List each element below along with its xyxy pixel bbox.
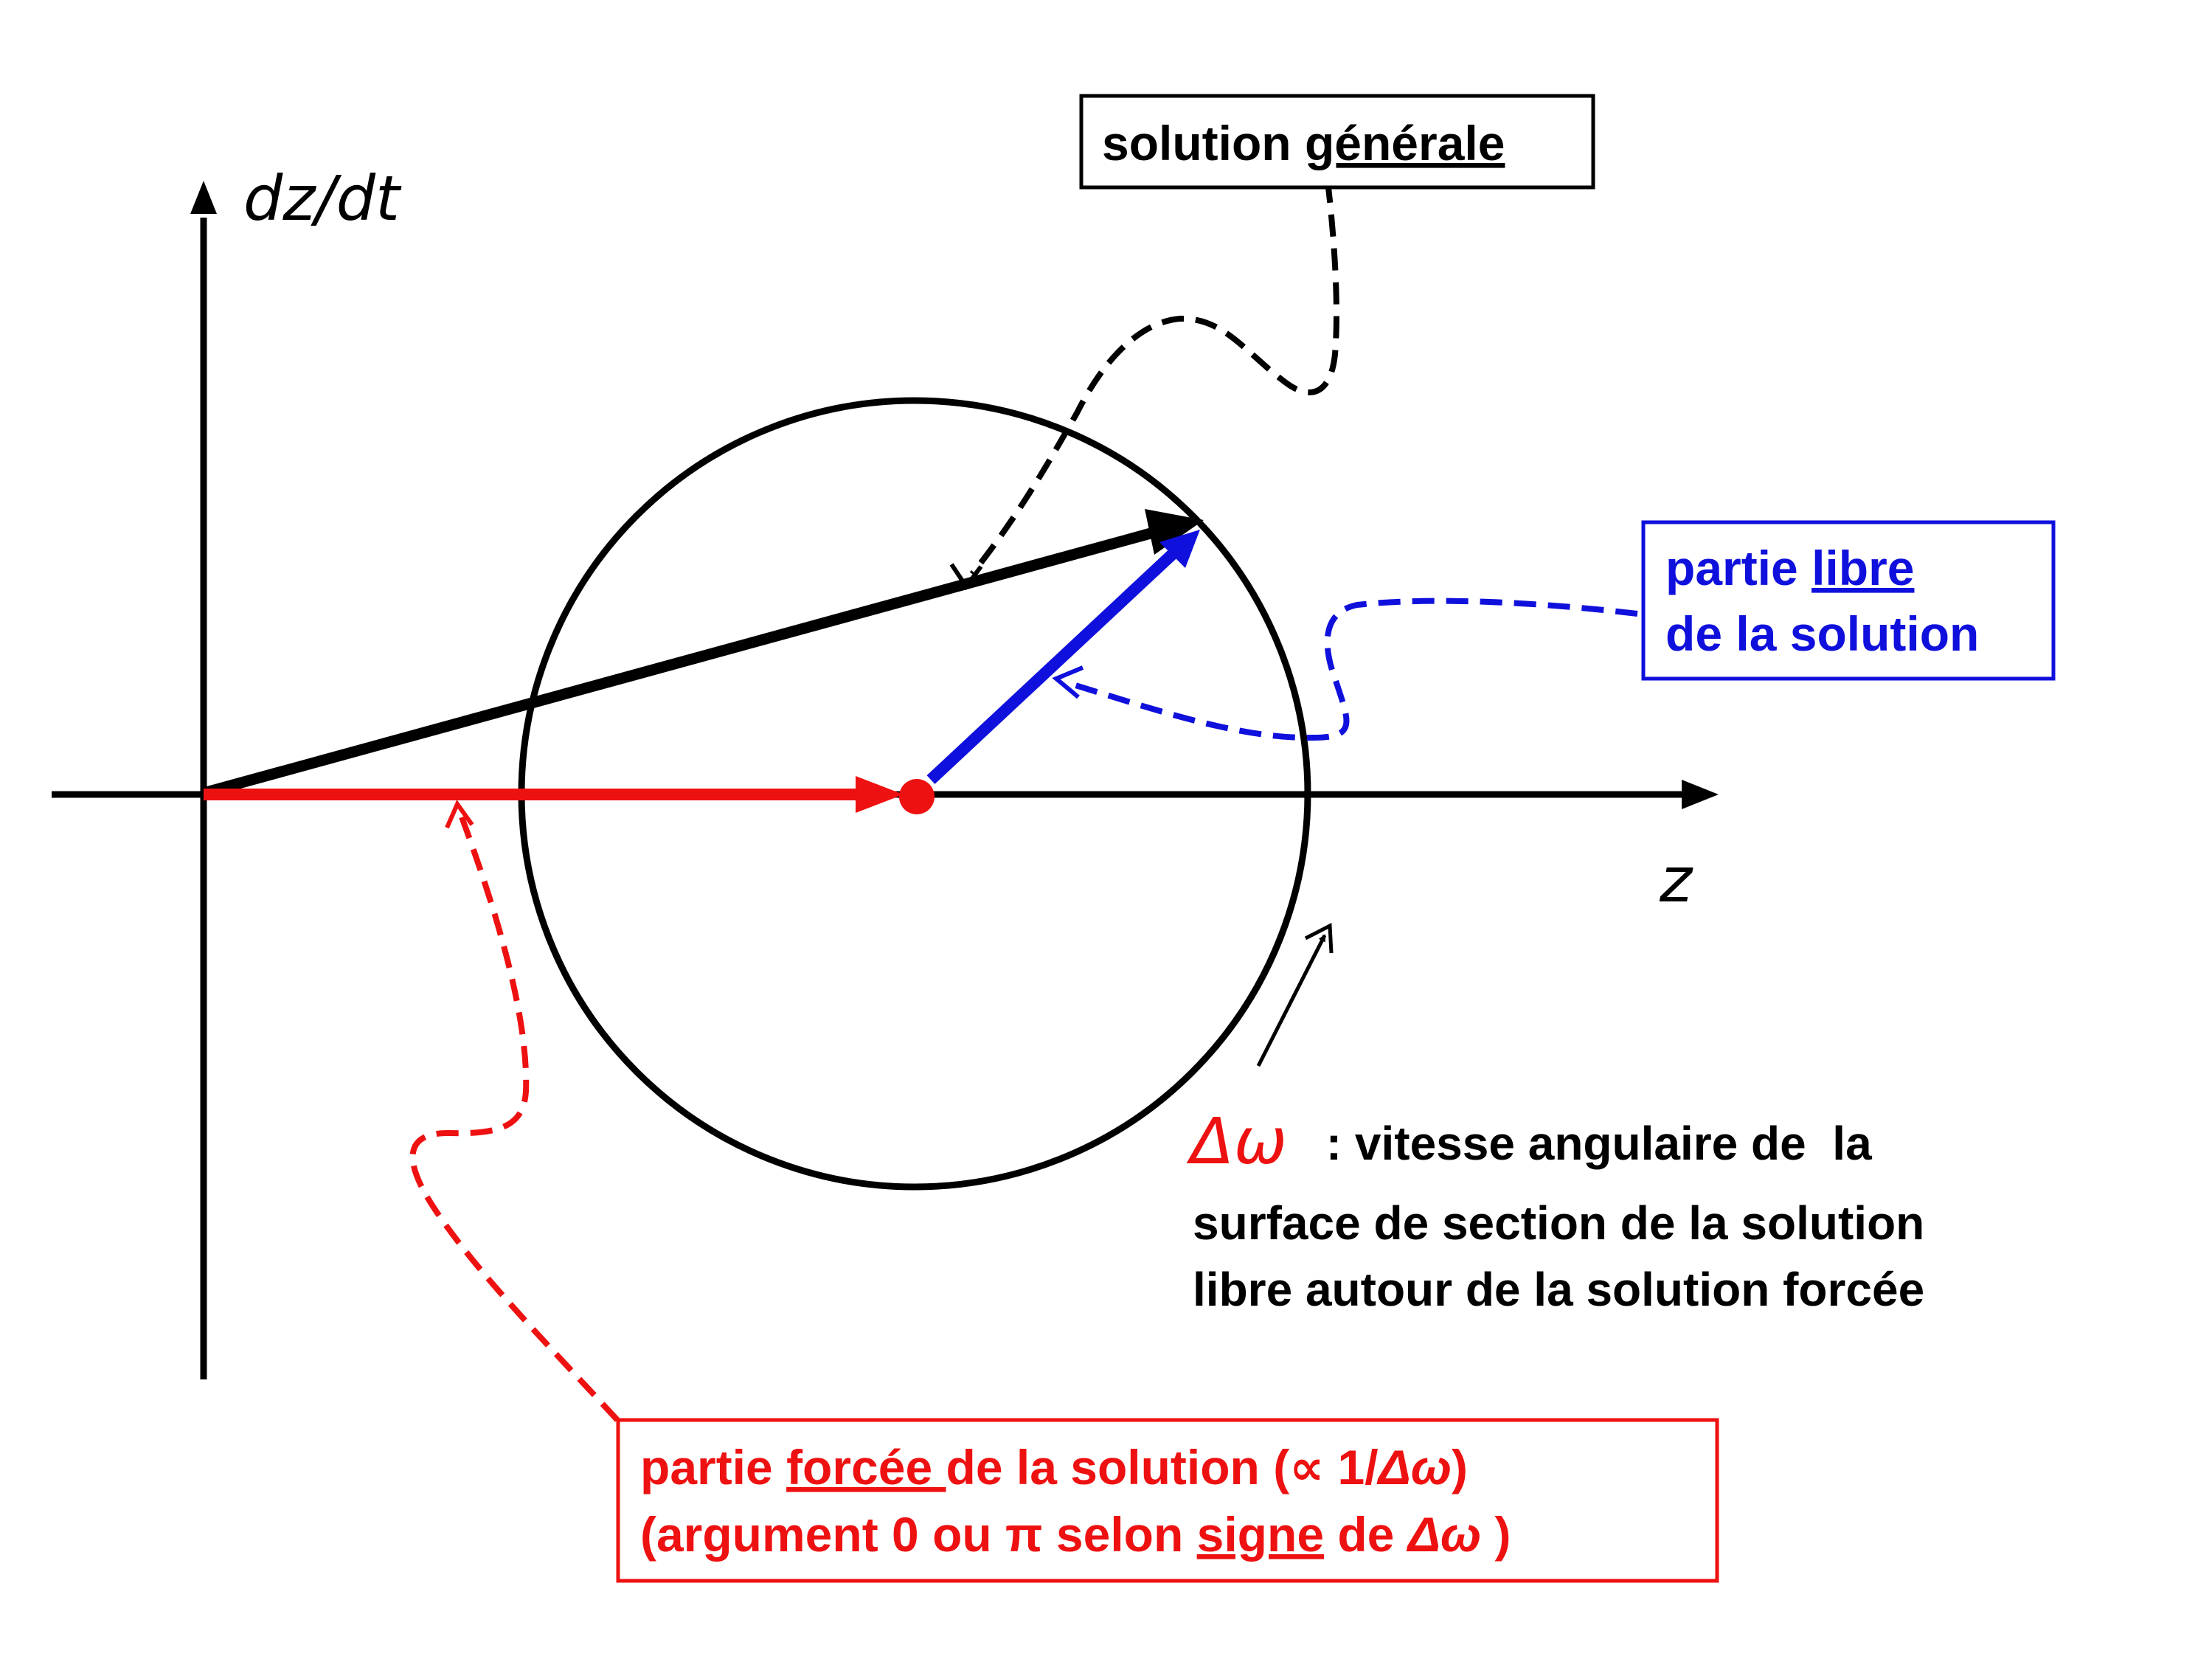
- forced-line2-prefix: (argument 0 ou: [640, 1507, 1005, 1562]
- annotation-line1: : vitesse angulaire de la: [1313, 1117, 1872, 1170]
- y-axis-arrowhead: [190, 181, 217, 214]
- forced-line2-delta: Δω: [1406, 1507, 1481, 1562]
- x-axis-label: z: [1659, 844, 1693, 916]
- free-leader-arrowhead: [1052, 665, 1084, 699]
- forced-line1-delta: Δω: [1376, 1440, 1452, 1495]
- forced-line2-mid: selon: [1043, 1507, 1197, 1562]
- x-axis-arrowhead: [1682, 780, 1719, 809]
- general-leader-line: [969, 180, 1339, 576]
- rotation-arrowhead: [1304, 923, 1334, 954]
- y-axis-label: dz/dt: [243, 162, 402, 235]
- forced-leader-arrowhead: [445, 799, 474, 829]
- svg-text:partie libre: partie libre: [1665, 541, 1914, 595]
- free-solution-line1: partie: [1665, 541, 1811, 595]
- forced-line2-end: ): [1481, 1507, 1511, 1562]
- svg-text:partie forcée de la solution (: partie forcée de la solution (∝ 1/Δω): [640, 1440, 1468, 1495]
- general-solution-vector: [202, 509, 1204, 799]
- general-solution-text: solution: [1102, 116, 1305, 170]
- forced-line1-end: ): [1452, 1440, 1468, 1495]
- forced-line1-mid: de la solution (: [946, 1440, 1290, 1495]
- forced-line1-underlined: forcée: [786, 1440, 946, 1495]
- free-leader-line: [1064, 598, 1638, 741]
- annotation-line2: surface de section de la solution: [1193, 1196, 1924, 1250]
- annotation-line3: libre autour de la solution forcée: [1193, 1263, 1924, 1316]
- forced-line1-prefix: partie: [640, 1440, 786, 1495]
- free-solution-underlined: libre: [1811, 541, 1914, 595]
- free-solution-vector: [926, 530, 1200, 784]
- forced-line1-propto: ∝: [1289, 1440, 1324, 1495]
- angular-velocity-annotation: Δω : vitesse angulaire de la surface de …: [1186, 1105, 1924, 1316]
- delta-omega-symbol: Δω: [1186, 1105, 1287, 1179]
- forced-line2-pi: π: [1005, 1507, 1043, 1562]
- general-solution-box: solution générale: [1079, 94, 1595, 190]
- forced-line2-after: de: [1324, 1507, 1408, 1562]
- forced-solution-vector: [204, 776, 935, 814]
- general-leader-arrowhead: [949, 563, 983, 591]
- forced-solution-box: partie forcée de la solution (∝ 1/Δω) (a…: [616, 1418, 1719, 1583]
- general-solution-underlined: générale: [1305, 116, 1505, 170]
- free-solution-line2: de la solution: [1665, 606, 1979, 661]
- forced-leader-line: [409, 814, 620, 1422]
- svg-text:solution générale: solution générale: [1102, 116, 1505, 170]
- forced-line1-after: 1/: [1324, 1440, 1378, 1495]
- forced-solution-point: [899, 779, 935, 814]
- rotation-direction-arrow: [1256, 934, 1327, 1067]
- forced-line2-underlined: signe: [1197, 1507, 1324, 1562]
- svg-text:(argument 0 ou π selon signe d: (argument 0 ou π selon signe de Δω ): [640, 1507, 1511, 1562]
- free-solution-box: partie libre de la solution: [1641, 520, 2056, 681]
